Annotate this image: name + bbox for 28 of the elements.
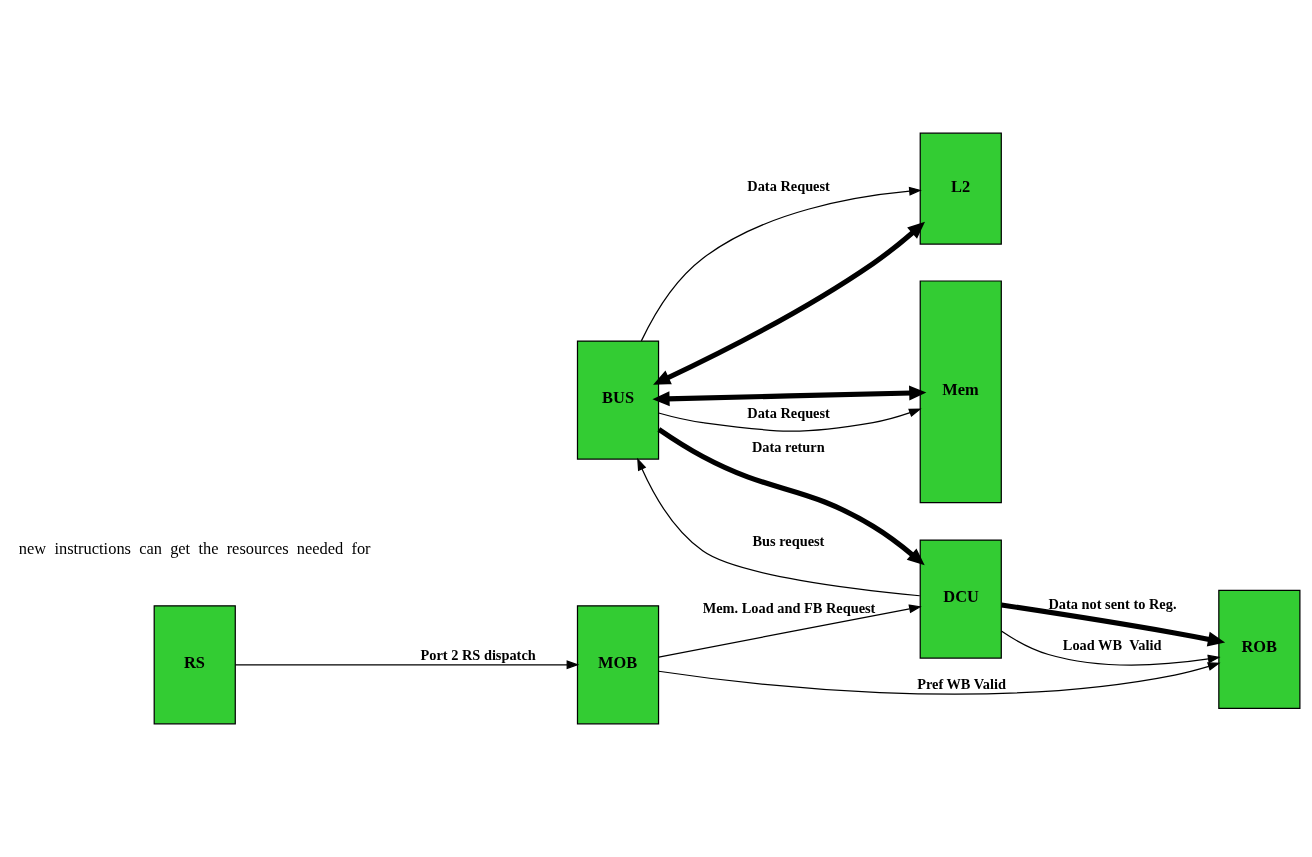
node-box: ROB	[1217, 589, 1300, 709]
node-box: DCU	[919, 539, 1002, 659]
edge-label: Data not sent to Reg.	[1047, 595, 1177, 612]
edge-label: Load WB Valid	[1062, 636, 1161, 653]
arrow	[636, 457, 920, 597]
arrow	[657, 408, 922, 432]
arrow	[656, 427, 925, 566]
edge-label: Bus request	[751, 532, 824, 549]
arrow	[651, 385, 926, 407]
node-box: RS	[153, 605, 236, 725]
arrow	[657, 662, 1221, 695]
node-box: L2	[919, 132, 1002, 245]
arrow	[657, 604, 922, 658]
edge-label: Port 2 RS dispatch	[419, 646, 536, 663]
edge-label: Data return	[751, 438, 825, 455]
label: new instructions can get the resources needed for	[18, 538, 371, 558]
edge-label: Data Request	[746, 404, 830, 421]
node-box: BUS	[576, 340, 659, 460]
arrow	[652, 221, 925, 385]
edge-label: Mem. Load and FB Request	[702, 599, 875, 616]
arrow	[234, 660, 579, 670]
node-box: Mem	[919, 280, 1002, 504]
arrow	[1000, 630, 1221, 666]
node-box: MOB	[576, 605, 659, 725]
arrow	[640, 186, 922, 342]
edge-label: Data Request	[746, 177, 830, 194]
edge-label: Pref WB Valid	[916, 675, 1006, 692]
arrow	[1000, 602, 1225, 647]
